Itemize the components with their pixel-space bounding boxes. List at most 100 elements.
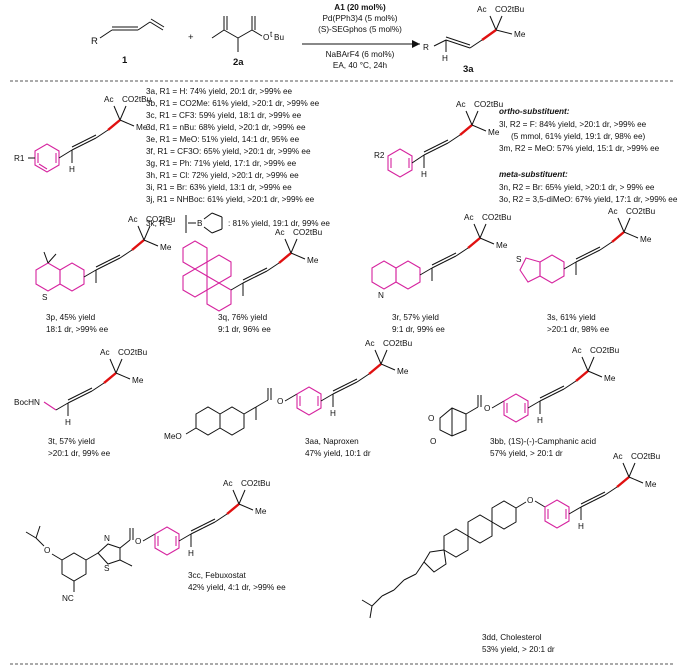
entry-3g: 3g, R1 = Ph: 71% yield, 17:1 dr, >99% ee bbox=[146, 159, 297, 168]
3dd-h: H bbox=[578, 522, 584, 531]
3s-selectivity: >20:1 dr, 98% ee bbox=[547, 325, 610, 334]
product-r: R bbox=[423, 43, 429, 52]
3t-ac: Ac bbox=[100, 348, 110, 357]
3t-label: 3t, 57% yield bbox=[48, 437, 95, 446]
r2-label: R2 bbox=[374, 151, 385, 160]
para-series-list: 3a, R1 = H: 74% yield, 20:1 dr, >99% ee … bbox=[146, 87, 330, 234]
reagent-r: R bbox=[91, 36, 98, 47]
3cc-ether-o: O bbox=[44, 546, 50, 555]
ortho-meta-aryl-structure: R2 H Ac CO2tBu Me bbox=[374, 100, 504, 179]
3p-label: 3p, 45% yield bbox=[46, 313, 96, 322]
3s-co2: CO2tBu bbox=[626, 207, 656, 216]
me-label: Me bbox=[136, 123, 148, 132]
3r-selectivity: 9:1 dr, 99% ee bbox=[392, 325, 445, 334]
3cc-thiazole-n: N bbox=[104, 534, 110, 543]
meta-heading: meta-substituent: bbox=[499, 170, 568, 179]
entry-3k-label: 3k, R = bbox=[146, 219, 172, 228]
3t-me: Me bbox=[132, 376, 144, 385]
entry-3i: 3i, R1 = Br: 63% yield, 13:1 dr, >99% ee bbox=[146, 183, 292, 192]
ortho-heading: ortho-substituent: bbox=[499, 107, 570, 116]
3q-ac: Ac bbox=[275, 228, 285, 237]
3bb-ring-o: O bbox=[428, 414, 434, 423]
3t-co2: CO2tBu bbox=[118, 348, 148, 357]
compound-3dd: O H Ac CO2tBu Me 3dd, Cholesterol 53% yi… bbox=[361, 452, 661, 654]
product-label: 3a bbox=[463, 64, 474, 75]
product-3a: Ac CO2tBu Me R H 3a bbox=[423, 5, 526, 75]
conditions: A1 (20 mol%) Pd(PPh3)4 (5 mol%) (S)-SEGp… bbox=[318, 3, 402, 70]
ortho-list: ortho-substituent: 3l, R2 = F: 84% yield… bbox=[499, 107, 660, 153]
entry-3h: 3h, R1 = Cl: 72% yield, >20:1 dr, >99% e… bbox=[146, 171, 299, 180]
3s-label: 3s, 61% yield bbox=[547, 313, 596, 322]
entry-3j: 3j, R1 = NHBoc: 61% yield, >20:1 dr, >99… bbox=[146, 195, 315, 204]
compound-3cc: O NC S N O H Ac CO2tBu Me 3cc, Febuxosta… bbox=[25, 479, 286, 603]
tbu-prefix: t bbox=[270, 30, 273, 39]
compound-3r: N Ac CO2tBu Me 3r, 57% yield 9:1 dr, 99%… bbox=[371, 213, 512, 334]
3r-label: 3r, 57% yield bbox=[392, 313, 439, 322]
3bb-label: 3bb, (1S)-(-)-Camphanic acid bbox=[490, 437, 596, 446]
tbu-label: Bu bbox=[274, 33, 284, 42]
3t-selectivity: >20:1 dr, 99% ee bbox=[48, 449, 111, 458]
3aa-selectivity: 47% yield, 10:1 dr bbox=[305, 449, 371, 458]
3r-me: Me bbox=[496, 241, 508, 250]
3q-label: 3q, 76% yield bbox=[218, 313, 268, 322]
3cc-ac: Ac bbox=[223, 479, 233, 488]
3aa-ester-o: O bbox=[277, 397, 283, 406]
3aa-me: Me bbox=[397, 367, 409, 376]
compound-3aa: MeO O H Ac CO2tBu Me 3aa, Naproxen 47% y… bbox=[164, 339, 413, 458]
entry-3c: 3c, R1 = CF3: 59% yield, 18:1 dr, >99% e… bbox=[146, 111, 302, 120]
3bb-ac: Ac bbox=[572, 346, 582, 355]
3p-me: Me bbox=[160, 243, 172, 252]
3s-me: Me bbox=[640, 235, 652, 244]
entry-3l-scaleup: (5 mmol, 61% yield, 19:1 dr, 98% ee) bbox=[511, 132, 646, 141]
3cc-co2: CO2tBu bbox=[241, 479, 271, 488]
entry-3f: 3f, R1 = CF3O: 65% yield, >20:1 dr, >99%… bbox=[146, 147, 311, 156]
entry-3o: 3o, R2 = 3,5-diMeO: 67% yield, 17:1 dr, … bbox=[499, 195, 678, 204]
3dd-label: 3dd, Cholesterol bbox=[482, 633, 542, 642]
para-aryl-structure: R1 H Ac CO2tBu Me bbox=[14, 95, 152, 174]
3cc-thiazole-s: S bbox=[104, 564, 110, 573]
3dd-selectivity: 53% yield, > 20:1 dr bbox=[482, 645, 555, 654]
3bb-h: H bbox=[537, 416, 543, 425]
compound-3p: S Ac CO2tBu Me 3p, 45% yield 18:1 dr, >9… bbox=[35, 215, 176, 334]
3aa-label: 3aa, Naproxen bbox=[305, 437, 359, 446]
3bb-co2: CO2tBu bbox=[590, 346, 620, 355]
compound-3t: BocHN H Ac CO2tBu Me 3t, 57% yield >20:1… bbox=[14, 348, 148, 458]
3cc-h: H bbox=[188, 549, 194, 558]
3p-co2: CO2tBu bbox=[146, 215, 176, 224]
3q-me: Me bbox=[307, 256, 319, 265]
3r-co2: CO2tBu bbox=[482, 213, 512, 222]
ac-label: Ac bbox=[104, 95, 114, 104]
3dd-co2: CO2tBu bbox=[631, 452, 661, 461]
product-h: H bbox=[442, 54, 448, 63]
compound-3bb: O O O H Ac CO2tBu Me 3bb, (1S)-(-)-Camph… bbox=[428, 346, 620, 458]
me-label-2: Me bbox=[488, 128, 500, 137]
3p-selectivity: 18:1 dr, >99% ee bbox=[46, 325, 109, 334]
product-ac: Ac bbox=[477, 5, 487, 14]
3r-ac: Ac bbox=[464, 213, 474, 222]
ac-label-2: Ac bbox=[456, 100, 466, 109]
condition-additive: NaBArF4 (6 mol%) bbox=[326, 50, 395, 59]
co2tbu-label: CO2tBu bbox=[122, 95, 152, 104]
allene-h: H bbox=[69, 165, 75, 174]
bpin-structure: B bbox=[185, 212, 223, 234]
co2tbu-label-2: CO2tBu bbox=[474, 100, 504, 109]
3s-ac: Ac bbox=[608, 207, 618, 216]
reaction-arrow bbox=[302, 40, 420, 48]
allene-h-2: H bbox=[421, 170, 427, 179]
entry-3l: 3l, R2 = F: 84% yield, >20:1 dr, >99% ee bbox=[499, 120, 647, 129]
entry-3b: 3b, R1 = CO2Me: 61% yield, >20:1 dr, >99… bbox=[146, 99, 320, 108]
plus-sign: + bbox=[188, 32, 194, 43]
reagent1-label: 1 bbox=[122, 55, 128, 66]
condition-ligand: (S)-SEGphos (5 mol%) bbox=[318, 25, 402, 34]
3t-h: H bbox=[65, 418, 71, 427]
reagent-enyne: R 1 bbox=[91, 18, 165, 66]
3cc-me: Me bbox=[255, 507, 267, 516]
3aa-meo: MeO bbox=[164, 432, 182, 441]
condition-solvent: EA, 40 °C, 24h bbox=[333, 61, 388, 70]
ester-oxygen: O bbox=[263, 33, 269, 42]
3t-bochn: BocHN bbox=[14, 398, 40, 407]
3p-ac: Ac bbox=[128, 215, 138, 224]
entry-3n: 3n, R2 = Br: 65% yield, >20:1 dr, > 99% … bbox=[499, 183, 655, 192]
3dd-me: Me bbox=[645, 480, 657, 489]
